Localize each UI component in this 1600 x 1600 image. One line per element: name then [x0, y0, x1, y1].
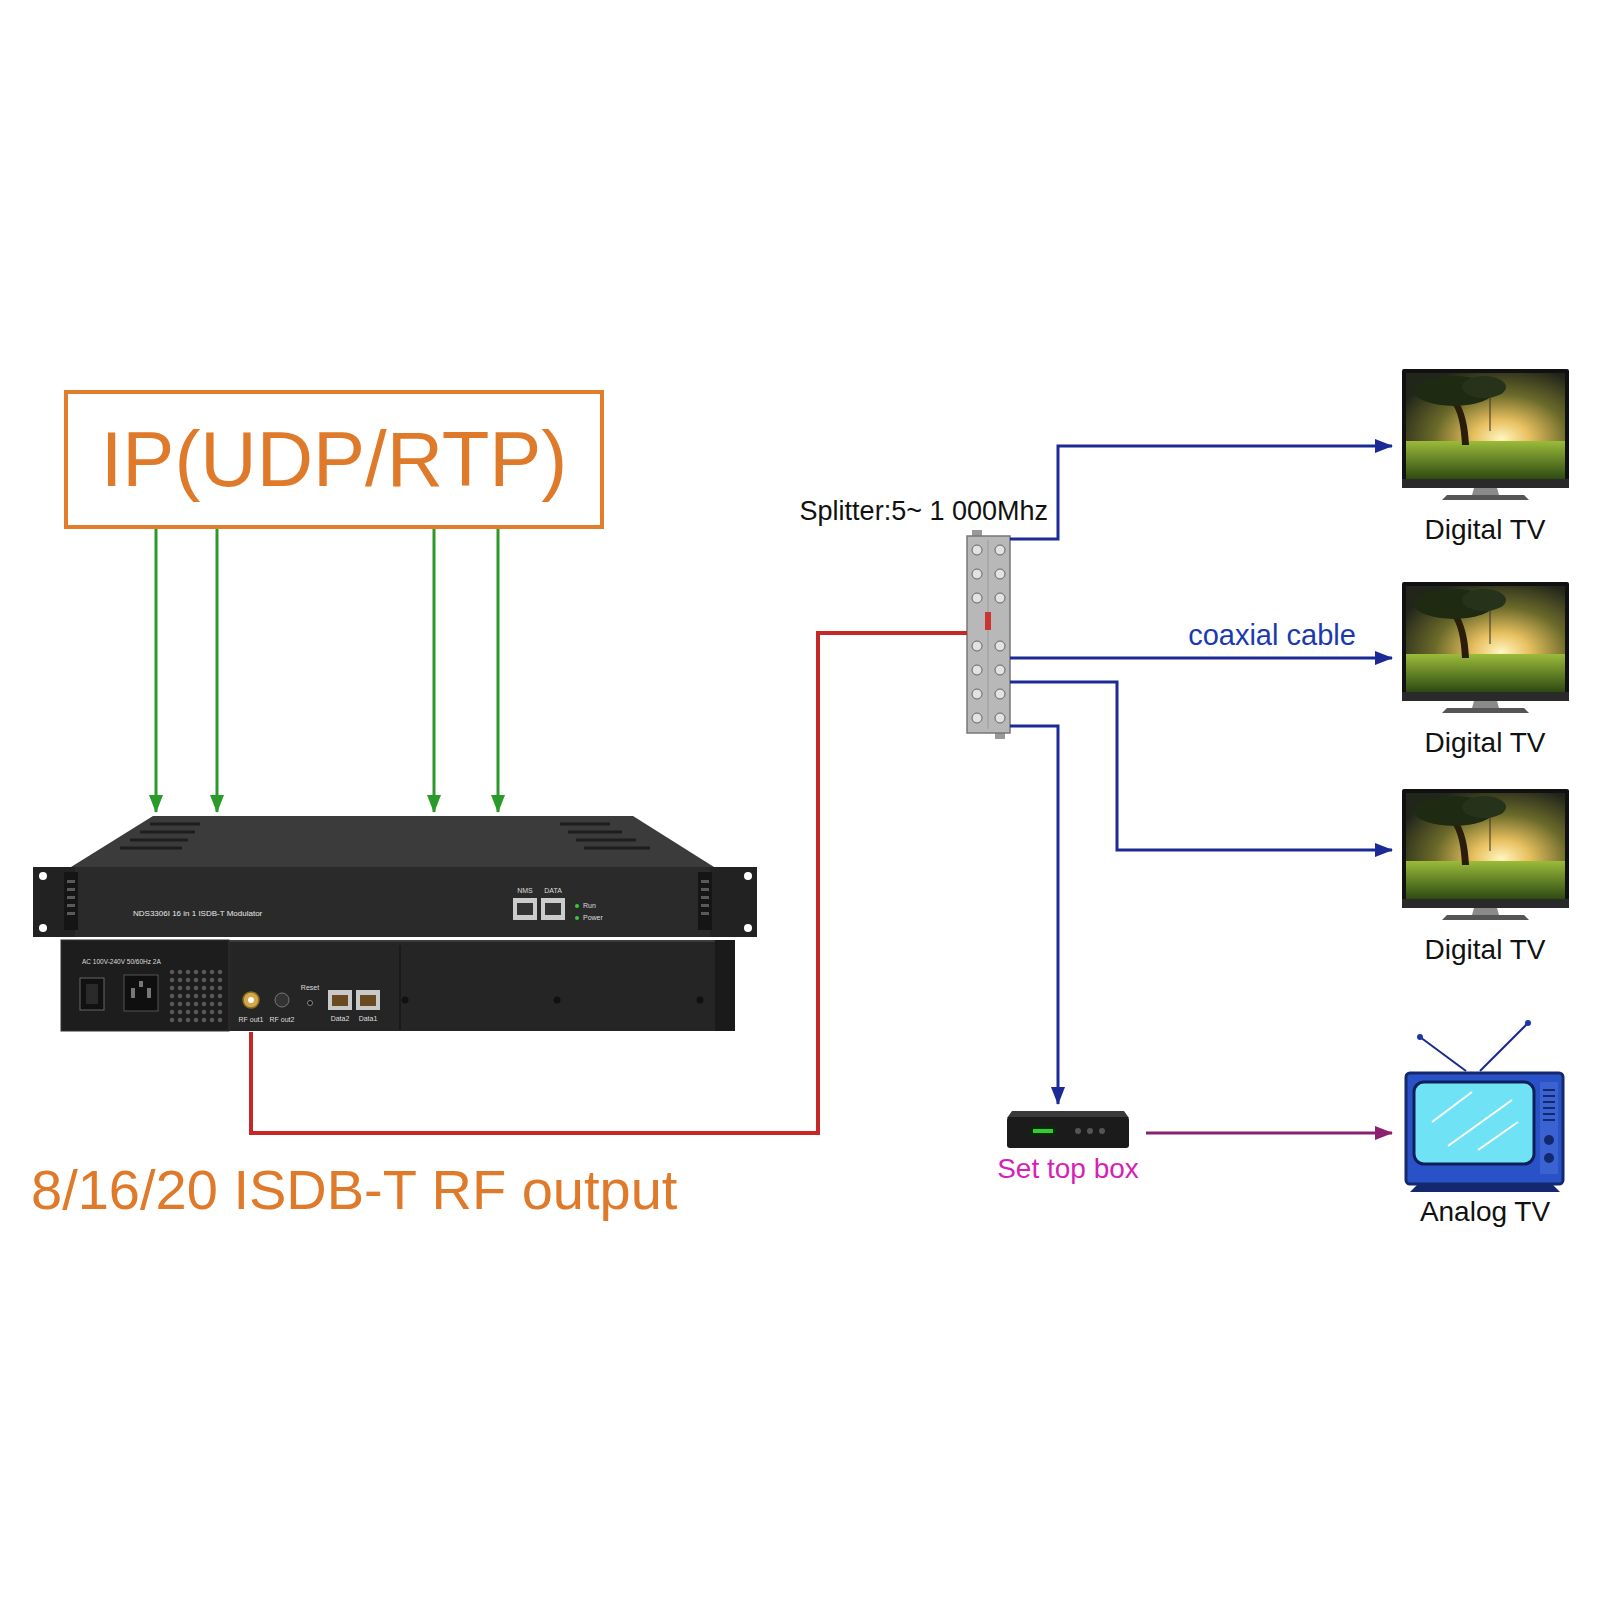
port-label: Run	[583, 902, 596, 910]
analog-tv: Analog TV	[1392, 1015, 1578, 1230]
connector	[433, 529, 436, 812]
connector	[1010, 446, 1392, 539]
connector	[1146, 1132, 1392, 1135]
port-label: Data2	[325, 1015, 355, 1023]
digital-tv-picture	[1402, 789, 1569, 920]
digital-tv: Digital TV	[1392, 579, 1578, 761]
device-model: NDS3306I 16 in 1 ISDB-T Modulator	[133, 910, 262, 918]
device-caption: Digital TV	[1425, 934, 1546, 966]
output-caption: 8/16/20 ISDB-T RF output	[31, 1158, 677, 1222]
port-label: Reset	[295, 984, 325, 992]
set-top-box: Set top box	[990, 1104, 1146, 1188]
connector	[155, 529, 158, 812]
connector	[1010, 657, 1392, 660]
port-label: RF out2	[262, 1016, 302, 1024]
splitter: Splitter:5~ 1 000Mhz	[967, 536, 1010, 733]
modulator-unit: NDS3306I 16 in 1 ISDB-T Modulator	[33, 812, 757, 1032]
connector	[497, 529, 500, 812]
modulator-rear	[61, 940, 735, 1031]
modulator-front	[33, 816, 757, 937]
input-title: IP(UDP/RTP)	[101, 417, 568, 503]
splitter-title: Splitter:5~ 1 000Mhz	[800, 496, 1048, 527]
digital-tv-picture	[1402, 369, 1569, 500]
port-label: Data1	[353, 1015, 383, 1023]
power-rating: AC 100V-240V 50/60Hz 2A	[82, 958, 161, 966]
port-label: RF out1	[231, 1016, 271, 1024]
digital-tv: Digital TV	[1392, 786, 1578, 968]
port-label: NMS	[510, 887, 540, 895]
connector	[1010, 682, 1392, 850]
port-label: Power	[583, 914, 603, 922]
device-caption: Set top box	[997, 1153, 1139, 1185]
device-caption: Digital TV	[1425, 514, 1546, 546]
splitter-body	[967, 530, 1010, 739]
analog-tv-picture	[1406, 1020, 1563, 1192]
device-caption: Analog TV	[1420, 1196, 1550, 1228]
connector	[216, 529, 219, 812]
port-label: DATA	[538, 887, 568, 895]
edge-label: coaxial cable	[1184, 619, 1360, 652]
device-caption: Digital TV	[1425, 727, 1546, 759]
connector	[251, 633, 967, 1133]
digital-tv: Digital TV	[1392, 366, 1578, 548]
connector	[1010, 726, 1058, 1104]
digital-tv-picture	[1402, 582, 1569, 713]
set-top-box-picture	[1007, 1111, 1129, 1148]
input-box: IP(UDP/RTP)	[64, 390, 604, 529]
